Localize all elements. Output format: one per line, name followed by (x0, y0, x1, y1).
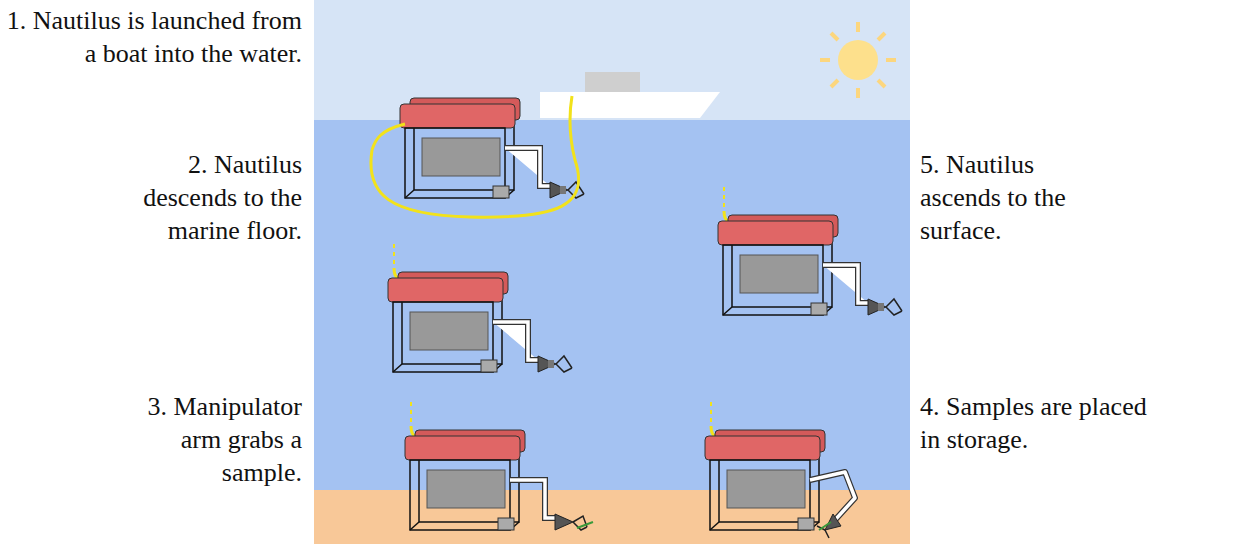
step-caption: 2. Nautilus descends to the marine floor… (110, 148, 302, 247)
step-caption: 3. Manipulator arm grabs a sample. (110, 390, 302, 489)
step-caption: 1. Nautilus is launched from a boat into… (0, 4, 302, 70)
step-caption: 5. Nautilus ascends to the surface. (920, 148, 1110, 247)
step-caption: 4. Samples are placed in storage. (920, 390, 1150, 456)
